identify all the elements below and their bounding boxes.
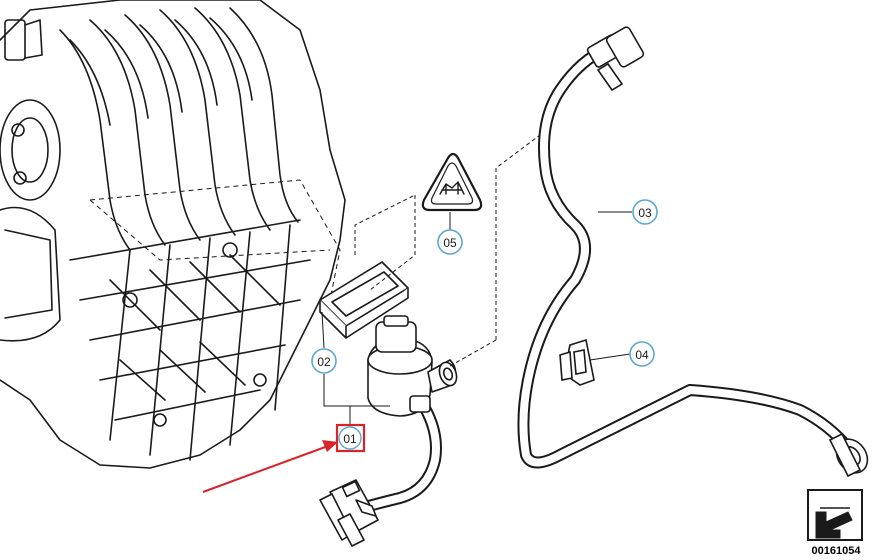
dashed-leaders [354,134,541,367]
callout-02[interactable]: 02 [311,348,337,374]
callout-03[interactable]: 03 [632,199,658,225]
callout-label: 05 [443,236,457,250]
callout-label: 04 [635,348,649,362]
diagram-number: 00161054 [812,545,862,557]
callout-01[interactable]: 01 [335,423,366,453]
callout-05[interactable]: 05 [437,229,463,255]
pointer-arrow [202,440,338,493]
clip-04 [559,338,595,386]
corner-arrow-icon [815,507,853,539]
callout-04[interactable]: 04 [629,341,655,367]
warning-triangle-icon [421,152,483,212]
callout-label: 03 [638,206,652,220]
callout-label: 02 [317,355,331,369]
callout-label: 01 [343,432,357,446]
intake-manifold [0,0,346,469]
valve-01 [319,315,458,547]
pipe-03 [517,26,869,478]
diagram-reference: 00161054 [807,489,863,557]
bracket-02 [319,261,409,339]
leader-lines [321,211,632,424]
flange-outline [89,179,341,301]
